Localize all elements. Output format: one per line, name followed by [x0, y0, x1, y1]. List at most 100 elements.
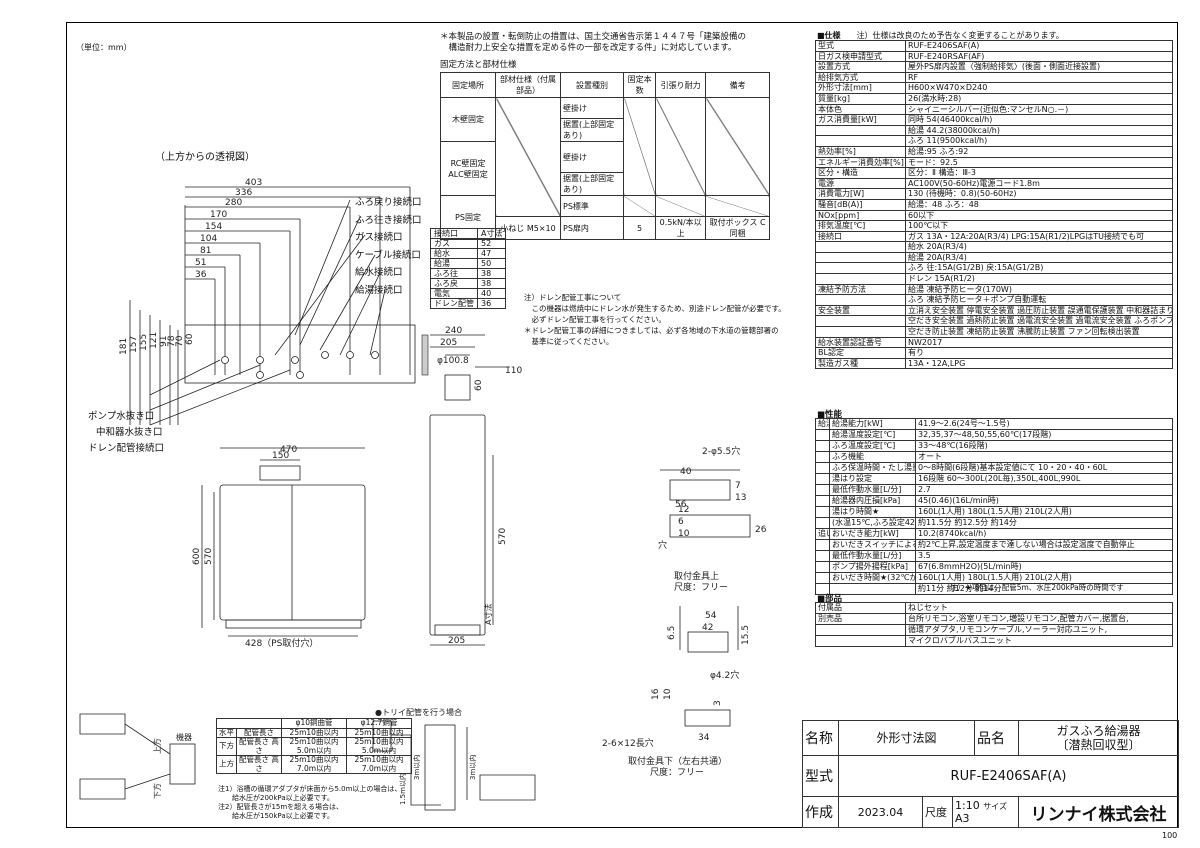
title-block: 名称 外形寸法図 品名 ガスふろ給湯器〔潜熱回収型〕 型式 RUF-E2406S…: [802, 720, 1180, 828]
table-row: 排気温度[℃]100℃以下: [815, 220, 1173, 232]
svg-text:3: 3: [713, 700, 723, 706]
table-row: 接続口ガス 13A・12A:20A(R3/4) LPG:15A(R1/2)LPG…: [815, 230, 1173, 243]
table-cell: H600×W470×D240: [905, 82, 1173, 94]
table-cell: おいだきスイッチによるおいだき: [829, 539, 916, 551]
table-row: 消費電力[W]130 (待機時：0.8)(50-60Hz): [815, 188, 1173, 200]
svg-text:205: 205: [448, 636, 465, 646]
table-cell: [815, 506, 830, 518]
model-label: 型式: [802, 754, 839, 798]
table-cell: RF: [905, 71, 1173, 84]
svg-text:上方: 上方: [152, 738, 162, 754]
page-number: 100: [1162, 831, 1178, 840]
table-cell: ふろ機能: [829, 451, 916, 463]
svg-text:81: 81: [200, 246, 211, 256]
table-cell: 循環アダプタ,リモコンケーブル,ソーラー対応ユニット,: [905, 624, 1173, 636]
table-row: 区分・構造区分：Ⅱ 構造：Ⅲ-3: [815, 167, 1173, 179]
table-cell: 立消え安全装置 停電安全装置 過圧防止装置 誤通電保護装置 中和器詰まり検知装置: [905, 304, 1173, 317]
table-cell: 型式: [815, 40, 906, 52]
top-view-drawing: 403 336 280 170 154 104 81 51 36 181 157…: [119, 178, 429, 426]
parts-header: ■部品: [817, 594, 843, 604]
table-row: 凍結予防方法給湯 凍結予防ヒータ(170W): [815, 283, 1173, 296]
table-cell: 10.2(8740kcal/h): [915, 528, 1173, 540]
table-cell: 給湯 20A(R3/4): [905, 251, 1173, 264]
name-value: 外形寸法図: [837, 720, 976, 756]
svg-text:2-6×12長穴: 2-6×12長穴: [602, 737, 654, 749]
table-row: 質量[kg]26(満水時:28): [815, 92, 1173, 105]
table-cell: 約11分 約12分 約14分: [915, 583, 1173, 595]
svg-text:336: 336: [235, 188, 252, 198]
trap-piping-drawing: ●トリイ配管を行う場合 1.5m以内 3m以内 3m以内: [372, 707, 536, 811]
table-cell: 追いだき: [815, 528, 830, 540]
table-cell: 0～8時間(6段階)基本設定値にて 10・20・40・60L: [915, 462, 1173, 474]
table-row: 外形寸法[mm]H600×W470×D240: [815, 82, 1173, 94]
svg-text:2-φ5.5穴: 2-φ5.5穴: [702, 445, 740, 457]
svg-text:110: 110: [505, 366, 522, 376]
table-cell: 約11.5分 約12.5分 約14分: [915, 517, 1173, 529]
table-row: 空だき防止装置 凍結防止装置 沸騰防止装置 ファン回転検出装置: [815, 326, 1173, 338]
table-cell: 給湯:95 ふろ:92: [905, 145, 1173, 158]
table-cell: 区分：Ⅱ 構造：Ⅲ-3: [905, 167, 1173, 179]
svg-text:下方: 下方: [152, 783, 162, 799]
name-label: 名称: [802, 720, 839, 756]
table-cell: 台所リモコン,浴室リモコン,増設リモコン,配管カバー,据置台,: [905, 613, 1173, 625]
svg-text:150: 150: [272, 451, 289, 461]
svg-text:78: 78: [167, 335, 177, 347]
svg-text:54: 54: [705, 611, 717, 621]
table-cell: NW2017: [905, 336, 1173, 349]
parts-table: 付属品ねじセット別売品台所リモコン,浴室リモコン,増設リモコン,配管カバー,据置…: [815, 602, 1173, 647]
table-cell: 給湯温度設定[℃]: [829, 429, 916, 441]
svg-text:13: 13: [735, 493, 746, 503]
table-cell: [815, 241, 906, 253]
drain-callouts: ポンプ水抜き口中和器水抜き口ドレン配管接続口: [88, 411, 165, 454]
table-cell: 接続口: [815, 230, 906, 243]
table-cell: 給水 20A(R3/4): [905, 241, 1173, 253]
table-cell: [815, 429, 830, 441]
table-cell: [815, 539, 830, 551]
table-cell: 凍結予防方法: [815, 283, 906, 296]
table-cell: 別売品: [815, 613, 906, 625]
svg-text:170: 170: [210, 210, 227, 220]
svg-text:A寸法: A寸法: [483, 604, 493, 625]
table-cell: RUF-E240RSAF(AF): [905, 50, 1173, 63]
svg-text:10: 10: [678, 529, 690, 539]
table-cell: [815, 262, 906, 275]
svg-text:10: 10: [663, 688, 673, 700]
table-cell: ふろ 往:15A(G1/2B) 戻:15A(G1/2B): [905, 262, 1173, 275]
table-row: ふろ 11(9500kcal/h): [815, 135, 1173, 147]
table-cell: NOx[ppm]: [815, 209, 906, 222]
svg-text:428（PS取付穴）: 428（PS取付穴）: [245, 637, 318, 649]
perf-header: ■性能: [817, 410, 843, 420]
table-cell: ふろ 11(9500kcal/h): [905, 135, 1173, 147]
svg-text:181: 181: [119, 338, 129, 355]
svg-text:●トリイ配管を行う場合: ●トリイ配管を行う場合: [375, 707, 462, 717]
svg-text:56: 56: [675, 500, 687, 510]
perf-table: 給湯給湯能力[kW]41.9～2.6(24号～1.5号)給湯温度設定[℃]32,…: [815, 418, 1173, 595]
table-cell: 100℃以下: [905, 220, 1173, 232]
table-row: 給湯 44.2(38000kcal/h): [815, 124, 1173, 137]
table-cell: 32,35,37～48,50,55,60℃(17段階): [915, 429, 1173, 441]
svg-text:36: 36: [195, 270, 207, 280]
product-label: 品名: [974, 720, 1020, 756]
bath-piping-drawing: 機器 上方 下方: [79, 713, 196, 800]
table-row: 約11分 約12分 約14分: [815, 583, 1173, 595]
table-cell: RUF-E2406SAF(A): [905, 40, 1173, 52]
table-row: 空だき安全装置 過熱防止装置 過電流安全装置 過電流安全装置 ふろポンプ回転検出…: [815, 315, 1173, 328]
svg-text:155: 155: [139, 334, 149, 351]
table-cell: BL認定: [815, 347, 906, 359]
table-cell: 給水装置認証番号: [815, 336, 906, 349]
table-row: NOx[ppm]60以下: [815, 209, 1173, 222]
table-cell: 消費電力[W]: [815, 188, 906, 200]
table-cell: [815, 451, 830, 463]
table-cell: [815, 294, 906, 306]
svg-text:104: 104: [200, 234, 217, 244]
table-cell: 約2℃上昇,設定温度まで達しない場合は設定温度で自動停止: [915, 539, 1173, 551]
svg-text:51: 51: [195, 258, 206, 268]
table-cell: [815, 635, 906, 647]
perf-note: 注）★項目は、配管5m、水圧200kPa時の時間です: [950, 583, 1124, 592]
table-cell: (水温15℃,ふろ設定42℃): [829, 517, 916, 529]
